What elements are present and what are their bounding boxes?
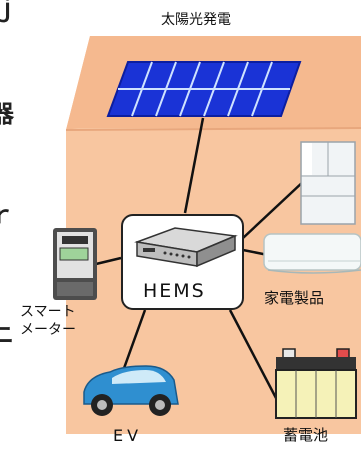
roof-line bbox=[65, 127, 361, 131]
hems-node: HEMS bbox=[121, 214, 244, 310]
solar-label: 太陽光発電 bbox=[161, 12, 231, 28]
edge-fragment-4: ニ bbox=[0, 321, 14, 349]
battery-label: 蓄電池 bbox=[283, 426, 329, 444]
line-ev bbox=[121, 309, 147, 372]
hems-label: HEMS bbox=[143, 280, 206, 302]
smart-meter-label: スマート メーター bbox=[20, 304, 76, 338]
hems-device-icon bbox=[134, 227, 238, 268]
edge-fragment-3: ｒ bbox=[0, 201, 14, 229]
line-fridge bbox=[242, 179, 306, 239]
refrigerator-icon bbox=[300, 141, 356, 225]
appliances-label: 家電製品 bbox=[264, 289, 325, 307]
line-meter bbox=[95, 256, 122, 266]
solar-panel-icon bbox=[106, 61, 302, 117]
electric-vehicle-icon bbox=[83, 365, 179, 416]
ev-label: EV bbox=[113, 426, 143, 445]
air-conditioner-icon bbox=[263, 233, 361, 274]
line-battery bbox=[228, 309, 278, 399]
battery-icon bbox=[275, 348, 357, 419]
smart-meter-icon bbox=[53, 228, 97, 300]
connection-lines bbox=[95, 117, 306, 399]
line-solar bbox=[183, 117, 205, 214]
edge-fragment-1: ｊ bbox=[0, 0, 18, 22]
edge-fragment-2: 器 bbox=[0, 100, 14, 128]
